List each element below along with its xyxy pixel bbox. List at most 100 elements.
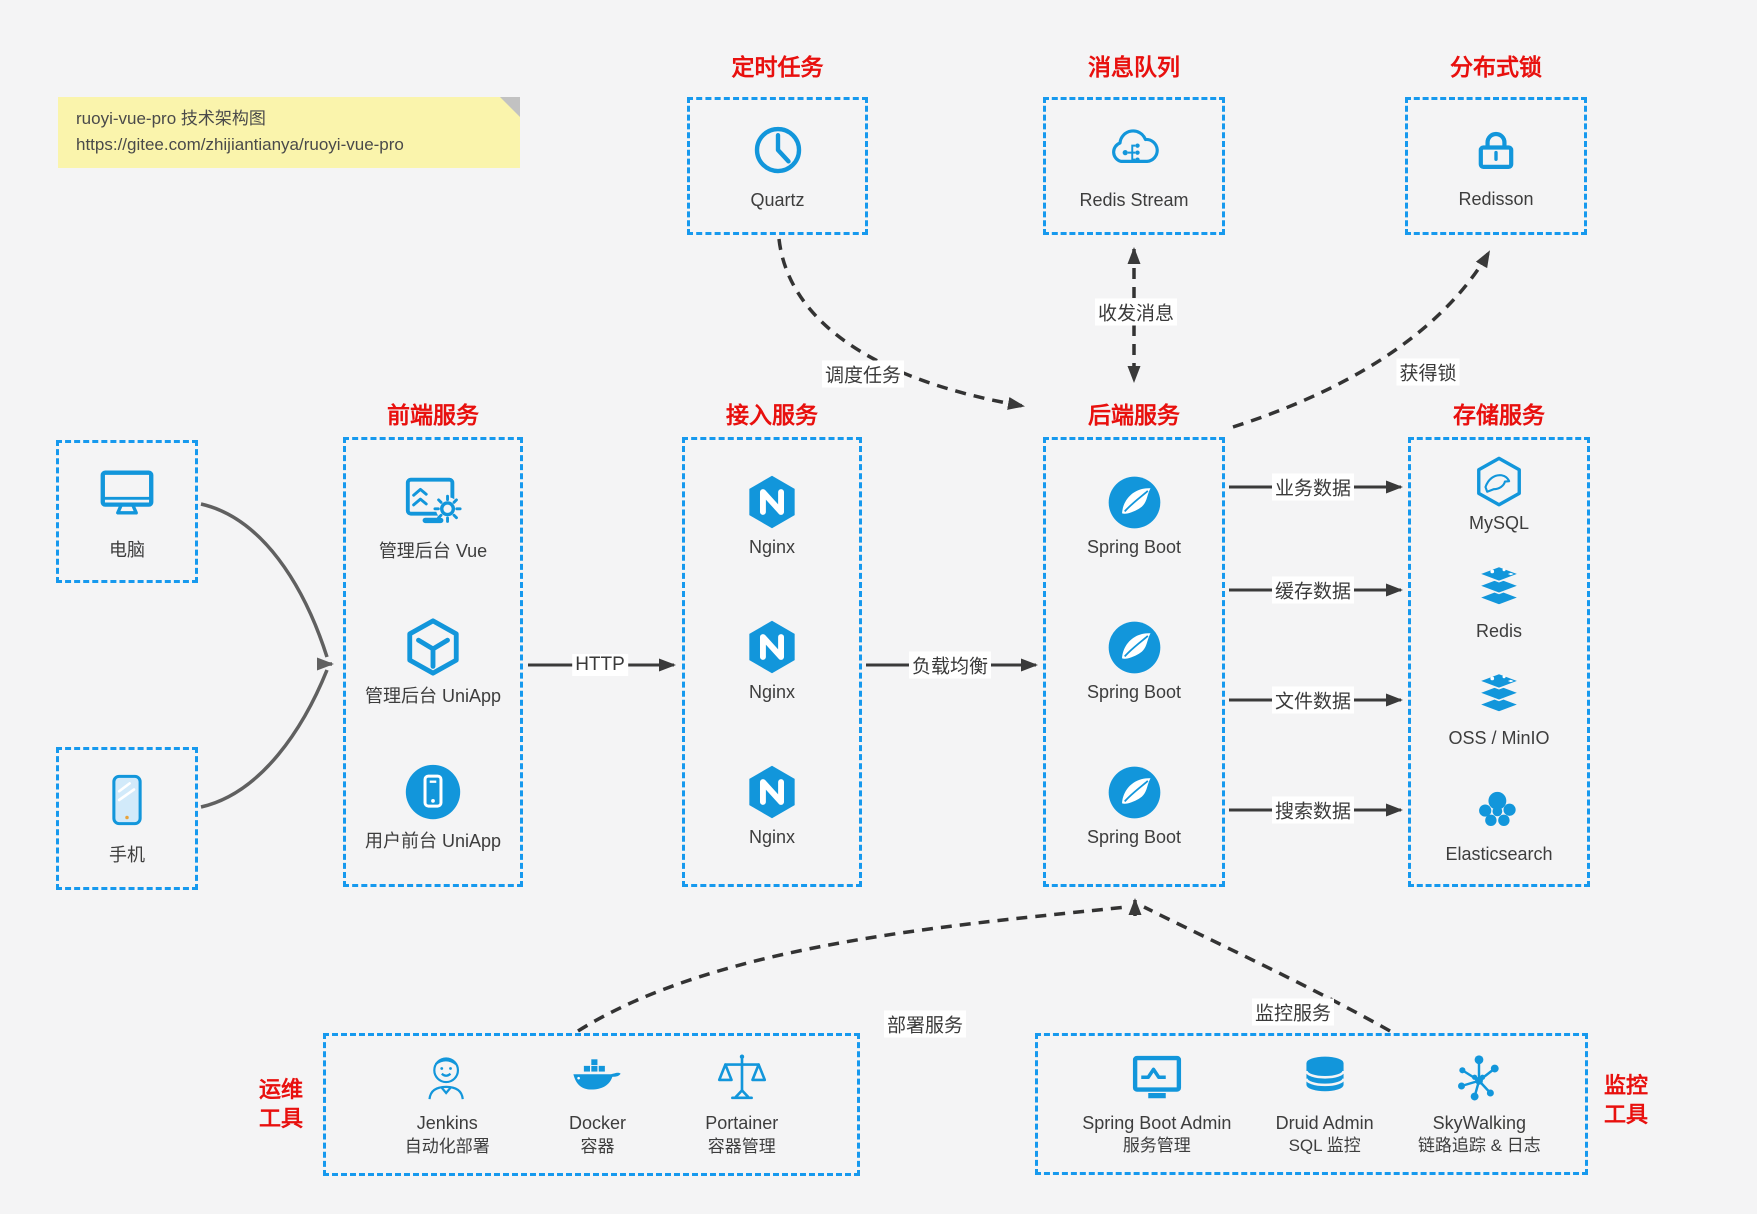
group-frontend-services: 管理后台 Vue 管理后台 UniApp 用户前台 UniApp <box>343 437 523 887</box>
spring-boot-icon <box>1106 619 1163 676</box>
node-oss-minio: OSS / MinIO <box>1411 669 1587 749</box>
node-springboot-3: Spring Boot <box>1046 760 1222 848</box>
node-label: Redisson <box>1458 188 1534 209</box>
group-monitor-tools: Spring Boot Admin 服务管理 Druid Admin SQL 监… <box>1035 1033 1588 1175</box>
tool-name: Spring Boot Admin <box>1082 1112 1232 1133</box>
group-backend-services: Spring Boot Spring Boot Spring Boot <box>1043 437 1225 887</box>
node-nginx-1: Nginx <box>685 470 859 558</box>
spring-boot-icon <box>1106 474 1163 531</box>
node-label: Spring Boot <box>1086 537 1182 557</box>
sticky-note: ruoyi-vue-pro 技术架构图 https://gitee.com/zh… <box>58 97 520 168</box>
node-docker: Docker 容器 <box>568 1051 626 1157</box>
clock-icon <box>750 122 806 178</box>
tool-desc: 服务管理 <box>1122 1136 1191 1156</box>
node-mobile-client: 手机 <box>56 747 198 890</box>
nginx-icon <box>743 763 801 821</box>
redis-stack-icon <box>1472 563 1526 617</box>
note-title: ruoyi-vue-pro 技术架构图 <box>76 109 266 128</box>
edge-schedule-job <box>777 238 1025 410</box>
group-storage-services: MySQL Redis OSS / MinIO Elasticsearch <box>1408 437 1590 887</box>
mysql-icon <box>1472 455 1526 509</box>
edge-label-acquire-lock: 获得锁 <box>1396 358 1460 386</box>
database-icon <box>1298 1051 1352 1107</box>
node-label: Nginx <box>748 827 796 847</box>
cloud-queue-icon <box>1104 122 1164 178</box>
node-spring-boot-admin: Spring Boot Admin 服务管理 <box>1082 1051 1231 1157</box>
node-label: Elasticsearch <box>1445 844 1553 864</box>
topology-icon <box>1451 1051 1507 1107</box>
title-distributed-lock: 分布式锁 <box>1450 54 1542 80</box>
note-fold-icon <box>500 97 520 117</box>
node-nginx-2: Nginx <box>685 615 859 703</box>
node-redisson: Redisson <box>1405 97 1587 235</box>
node-label: Redis Stream <box>1079 189 1189 210</box>
node-label: Spring Boot <box>1086 827 1182 847</box>
node-label: Redis <box>1475 621 1523 641</box>
node-skywalking: SkyWalking 链路追踪 & 日志 <box>1418 1051 1541 1157</box>
tool-desc: 链路追踪 & 日志 <box>1417 1136 1541 1156</box>
title-gateway-services: 接入服务 <box>726 402 818 428</box>
tool-name: SkyWalking <box>1432 1112 1527 1133</box>
title-ops-tools: 运维工具 <box>258 1077 303 1131</box>
edge-monitor-service <box>1143 905 1391 1033</box>
edge-label-schedule-job: 调度任务 <box>821 360 905 388</box>
group-ops-tools: Jenkins 自动化部署 Docker 容器 Portainer 容器管理 <box>323 1033 860 1176</box>
title-backend-services: 后端服务 <box>1088 402 1180 428</box>
edge-deploy-service <box>577 905 1127 1033</box>
uniapp-cube-icon <box>402 616 464 678</box>
edge-acquire-lock <box>1232 250 1491 429</box>
edge-label-deploy-service: 部署服务 <box>883 1010 967 1038</box>
desktop-icon <box>96 462 158 524</box>
tool-desc: 容器管理 <box>707 1136 776 1156</box>
node-label: Nginx <box>748 682 796 702</box>
node-mysql: MySQL <box>1411 454 1587 534</box>
jenkins-icon <box>419 1051 475 1107</box>
tool-name: Portainer <box>705 1113 779 1134</box>
edge-label-file-data: 文件数据 <box>1271 686 1355 714</box>
tool-desc: 自动化部署 <box>404 1136 490 1156</box>
tool-desc: 容器 <box>580 1136 615 1156</box>
edge-label-cache-data: 缓存数据 <box>1271 576 1355 604</box>
node-label: 电脑 <box>109 539 145 560</box>
node-admin-vue: 管理后台 Vue <box>346 470 520 563</box>
storage-stack-icon <box>1472 670 1526 724</box>
title-message-queue: 消息队列 <box>1088 54 1180 80</box>
node-springboot-2: Spring Boot <box>1046 615 1222 703</box>
node-label: 手机 <box>109 844 145 865</box>
portainer-scale-icon <box>714 1051 770 1107</box>
node-label: Spring Boot <box>1086 682 1182 702</box>
tool-name: Docker <box>568 1113 626 1134</box>
node-jenkins: Jenkins 自动化部署 <box>405 1051 490 1157</box>
node-label: Quartz <box>750 189 805 210</box>
node-label: OSS / MinIO <box>1448 728 1550 748</box>
title-frontend-services: 前端服务 <box>387 402 479 428</box>
group-gateway-services: Nginx Nginx Nginx <box>682 437 862 887</box>
edge-label-message-queue: 收发消息 <box>1094 298 1178 326</box>
node-label: 用户前台 UniApp <box>364 831 502 851</box>
node-label: 管理后台 Vue <box>378 541 488 561</box>
node-admin-uniapp: 管理后台 UniApp <box>346 615 520 708</box>
node-user-uniapp: 用户前台 UniApp <box>346 760 520 853</box>
node-springboot-1: Spring Boot <box>1046 470 1222 558</box>
edge-phone-to-frontend <box>200 669 329 809</box>
node-redis: Redis <box>1411 562 1587 642</box>
node-nginx-3: Nginx <box>685 760 859 848</box>
node-druid-admin: Druid Admin SQL 监控 <box>1276 1051 1374 1157</box>
node-quartz: Quartz <box>687 97 868 235</box>
mobile-icon <box>99 771 155 829</box>
node-label: 管理后台 UniApp <box>364 686 502 706</box>
docker-icon <box>568 1051 626 1107</box>
title-scheduled-jobs: 定时任务 <box>731 54 824 80</box>
node-label: Nginx <box>748 537 796 557</box>
tool-name: Druid Admin <box>1275 1112 1374 1133</box>
edge-label-monitor-service: 监控服务 <box>1251 998 1335 1026</box>
node-elasticsearch: Elasticsearch <box>1411 785 1587 865</box>
node-portainer: Portainer 容器管理 <box>705 1051 778 1157</box>
nginx-icon <box>743 473 801 531</box>
edge-label-business-data: 业务数据 <box>1271 473 1355 501</box>
node-label: MySQL <box>1468 513 1529 533</box>
lock-icon <box>1469 123 1523 177</box>
monitor-chart-icon <box>1129 1051 1185 1107</box>
elasticsearch-icon <box>1473 787 1525 839</box>
